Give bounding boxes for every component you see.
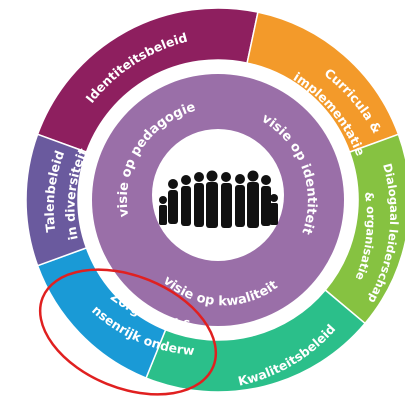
people-group-icon	[159, 170, 278, 228]
highlight-ellipse	[38, 268, 218, 396]
